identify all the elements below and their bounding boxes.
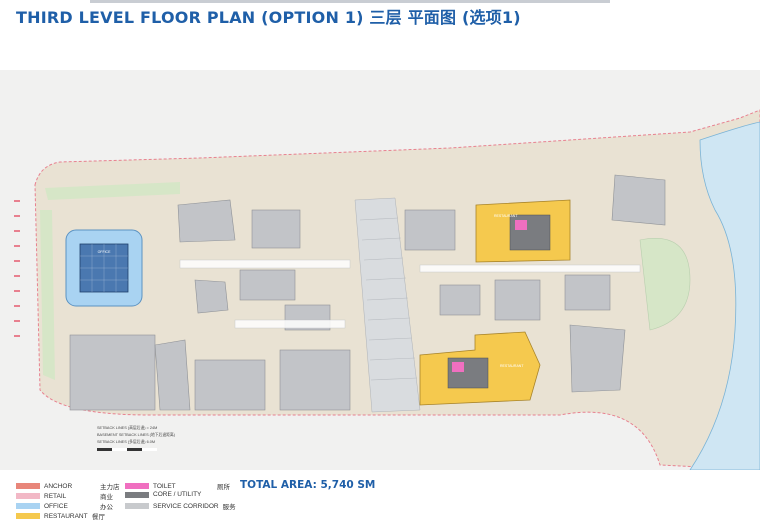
building-s2 [279,349,351,411]
green-strip-north [45,182,180,200]
core-swatch [125,491,149,498]
restaurant-north-toilet [515,220,527,230]
retail-swatch [16,493,40,499]
setback-note-2: BASEMENT SETBACK LINES (地下后退距离) [97,433,175,437]
corridor-east [419,264,641,273]
legend-restaurant: RESTAURANT 餐厅 [16,511,105,521]
building-sw1 [69,334,156,411]
page-title: THIRD LEVEL FLOOR PLAN (OPTION 1) 三层 平面图… [16,8,521,27]
restaurant-south-toilet [452,362,464,372]
green-lawn-east [639,238,691,331]
building-e3 [564,274,611,311]
corridor-south [234,319,346,329]
service-corridor-swatch [125,503,149,509]
water-body [689,121,760,470]
office-tower-label: OFFICE [98,250,111,254]
legend-core: CORE / UTILITY [125,491,201,498]
legend-service-corridor: SERVICE CORRIDOR 服务 [125,501,236,511]
building-e2 [494,279,541,321]
legend-toilet: TOILET 厕所 [125,481,230,491]
street-paving-lines [359,217,418,381]
building-ne2 [611,174,666,226]
building-se1 [569,324,626,393]
legend-office: OFFICE 办公 [16,501,113,511]
restaurant-south-label: RESTAURANT [500,364,524,368]
setback-note-3: SETBACK LINES (多层后退) 6.0M [97,440,156,444]
corridors [179,259,641,329]
anchor-swatch [16,483,40,489]
toilet-swatch [125,483,149,489]
floor-plan: OFFICE RESTAURANT RESTAURANT [0,70,760,470]
building-n1 [251,209,301,249]
building-nw [177,199,236,243]
building-e1 [439,284,481,316]
grey-buildings [69,174,666,411]
header-strip [90,0,610,3]
building-s1 [194,359,266,411]
office-swatch [16,503,40,509]
total-area: TOTAL AREA: 5,740 SM [240,479,376,491]
building-sw2 [154,339,191,411]
building-c1 [239,269,296,301]
restaurant-swatch [16,513,40,519]
building-w1 [194,279,229,314]
corridor-north [179,259,351,269]
legend-anchor: ANCHOR 主力店 [16,481,120,491]
setback-markers [14,200,20,337]
building-ne1 [404,209,456,251]
green-strip-west [40,210,55,380]
setback-note-1: SETBACK LINES (高层后退) = 24M [97,426,158,430]
legend-retail: RETAIL 商业 [16,491,113,501]
restaurant-north-label: RESTAURANT [494,214,518,218]
